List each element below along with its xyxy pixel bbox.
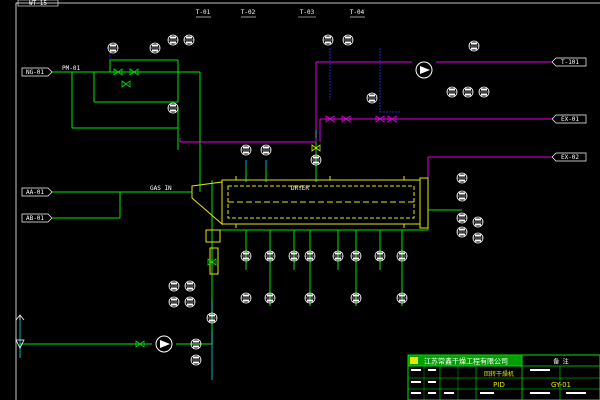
instrument-bubble — [350, 250, 362, 262]
instrument-bubble — [322, 34, 334, 46]
valve-symbol — [129, 68, 139, 76]
offpage-left-2-label: AA-01 — [26, 189, 44, 196]
instrument-bubble — [240, 250, 252, 262]
instrument-bubble — [190, 338, 202, 350]
offpage-right-1 — [551, 57, 587, 67]
fan-top-right — [415, 61, 433, 79]
instrument-bubbles — [107, 34, 490, 366]
instrument-bubble — [468, 40, 480, 52]
offpage-left-3 — [21, 213, 53, 223]
left-offpage-connectors — [21, 67, 53, 223]
instrument-bubble — [478, 86, 490, 98]
instrument-bubble — [184, 280, 196, 292]
offpage-right-3-label: EX-02 — [561, 154, 579, 161]
title-drawing-type: PID — [493, 381, 505, 389]
title-sheet-label: 备 注 — [553, 358, 569, 366]
frame-tag: WT-15 — [17, 0, 59, 7]
instrument-bubble — [310, 154, 322, 166]
valve-symbol — [375, 115, 385, 123]
instrument-bubble — [184, 296, 196, 308]
instrument-bubble — [332, 250, 344, 262]
title-drawing-no: GY-01 — [551, 381, 571, 389]
valve-symbol — [325, 115, 335, 123]
instrument-bubble — [462, 86, 474, 98]
instrument-bubble — [260, 144, 272, 156]
instrument-bubble — [304, 250, 316, 262]
top-tags: T-01 T-02 T-03 T-04 — [196, 9, 365, 18]
top-tag-2: T-02 — [241, 9, 256, 16]
instrument-bubble — [446, 86, 458, 98]
instrument-bubble — [183, 34, 195, 46]
instrument-bubble — [240, 144, 252, 156]
instrument-bubble — [240, 292, 252, 304]
instrument-bubble — [264, 250, 276, 262]
company-logo — [410, 357, 418, 364]
instrument-bubble — [374, 250, 386, 262]
valve-symbol — [387, 115, 397, 123]
offpage-left-3-label: AB-01 — [26, 215, 44, 222]
top-tag-1: T-01 — [196, 9, 211, 16]
vent-marker — [15, 314, 25, 349]
instrument-bubble — [342, 34, 354, 46]
instrument-bubble — [396, 292, 408, 304]
instrument-bubble — [107, 42, 119, 54]
instrument-bubble — [168, 280, 180, 292]
instrument-bubble — [149, 42, 161, 54]
process-lines-green — [20, 59, 462, 345]
instrument-bubble — [456, 226, 468, 238]
instrument-bubble — [396, 250, 408, 262]
valve-symbol — [311, 144, 321, 152]
pump-bottom — [155, 335, 173, 353]
valve-symbol — [341, 115, 351, 123]
top-tag-4: T-04 — [350, 9, 365, 16]
valve-symbol — [121, 80, 131, 88]
instrument-bubble — [167, 102, 179, 114]
title-drawing-name: 回转干燥机 — [484, 370, 514, 378]
valve-symbol — [207, 258, 217, 266]
instrument-bubble — [472, 216, 484, 228]
instrument-bubble — [167, 34, 179, 46]
instrument-bubble — [190, 354, 202, 366]
instrument-bubble — [456, 190, 468, 202]
instrument-bubble — [264, 292, 276, 304]
offpage-left-1 — [21, 67, 53, 77]
line-label-feed: PM-01 — [62, 65, 80, 72]
instrument-bubble — [366, 92, 378, 104]
instrument-bubble — [350, 292, 362, 304]
offpage-right-2-label: EX-01 — [561, 116, 579, 123]
offpage-right-3 — [551, 152, 587, 162]
title-block: 江苏常鑫干燥工程有限公司 备 注 回转干燥机 PID GY-01 — [407, 354, 600, 400]
valve-symbol — [135, 340, 145, 348]
instrument-bubble — [304, 292, 316, 304]
dryer-label: DRYER — [291, 185, 309, 192]
top-tag-3: T-03 — [300, 9, 315, 16]
offpage-right-2 — [551, 114, 587, 124]
rotary-dryer — [191, 176, 429, 275]
instrument-bubble — [288, 250, 300, 262]
utility-lines-magenta — [179, 61, 552, 180]
offpage-left-2 — [21, 187, 53, 197]
offpage-left-1-label: NG-01 — [26, 69, 44, 76]
valve-symbol — [113, 68, 123, 76]
offpage-right-1-label: T-101 — [561, 59, 579, 66]
instrument-bubble — [456, 172, 468, 184]
valves — [113, 68, 397, 348]
instrument-bubble — [472, 232, 484, 244]
line-label-gas: GAS IN — [150, 185, 172, 192]
instrument-bubble — [206, 312, 218, 324]
title-company: 江苏常鑫干燥工程有限公司 — [424, 357, 508, 366]
instrument-bubble — [456, 212, 468, 224]
frame-tag-text: WT-15 — [29, 0, 47, 7]
right-offpage-connectors — [551, 57, 587, 162]
drawing-frame — [15, 2, 600, 400]
instrument-bubble — [168, 296, 180, 308]
